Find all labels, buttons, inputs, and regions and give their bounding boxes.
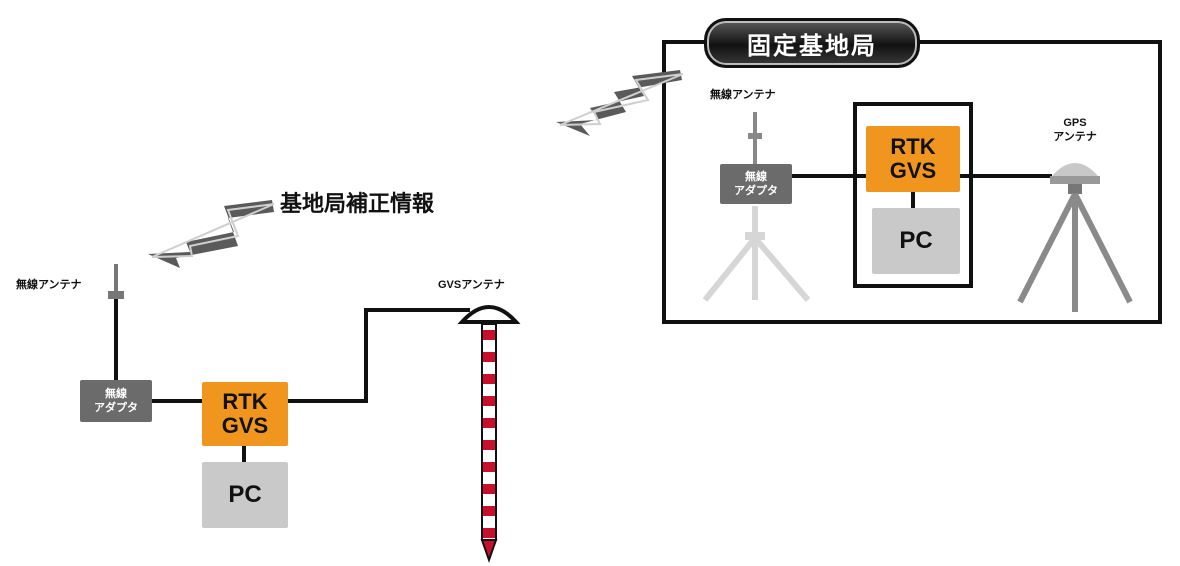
- base-radio-adapter-line1: 無線: [745, 171, 767, 183]
- base-radio-antenna-icon: [748, 112, 762, 165]
- rover-radio-adapter-line2: アダプタ: [94, 402, 138, 414]
- correction-info-label: 基地局補正情報: [280, 191, 435, 216]
- gvs-antenna-label: GVSアンテナ: [438, 279, 505, 291]
- base-radio-antenna-label: 無線アンテナ: [710, 89, 776, 101]
- base-rtk-line2: GVS: [889, 158, 937, 183]
- base-signal-arrow-icon: [556, 70, 684, 136]
- rover-radio-antenna-icon: [108, 264, 124, 380]
- gps-antenna-icon: [1050, 163, 1100, 194]
- rover-rtk-line1: RTK: [222, 389, 268, 414]
- base-rtk-gvs-box: RTK GVS: [866, 126, 960, 192]
- base-station-title: 固定基地局: [704, 18, 920, 68]
- gps-antenna-label-line2: アンテナ: [1053, 131, 1097, 143]
- base-rtk-line1: RTK: [890, 134, 936, 159]
- gvs-antenna-icon: [457, 305, 521, 324]
- rover-radio-adapter: 無線 アダプタ: [80, 380, 152, 422]
- gvs-pole-icon: [480, 323, 498, 564]
- rover-wire-rtk-gvs: [286, 308, 470, 403]
- rover-signal-arrow-icon: [148, 200, 275, 268]
- base-radio-adapter-line2: アダプタ: [734, 185, 778, 197]
- base-unit-frame: [853, 102, 973, 288]
- base-pc-box: PC: [872, 208, 960, 274]
- rover-radio-antenna-label: 無線アンテナ: [16, 279, 82, 291]
- rover-rtk-gvs-box: RTK GVS: [202, 382, 288, 446]
- rover-radio-adapter-line1: 無線: [105, 388, 127, 400]
- rover-pc-box: PC: [202, 462, 288, 528]
- rover-rtk-line2: GVS: [221, 413, 269, 438]
- base-radio-adapter: 無線 アダプタ: [720, 164, 792, 204]
- base-radio-tripod-icon: [702, 206, 811, 302]
- gps-antenna-label: GPS アンテナ: [1040, 116, 1110, 144]
- gps-antenna-label-line1: GPS: [1063, 117, 1087, 129]
- gps-tripod-icon: [1017, 192, 1133, 312]
